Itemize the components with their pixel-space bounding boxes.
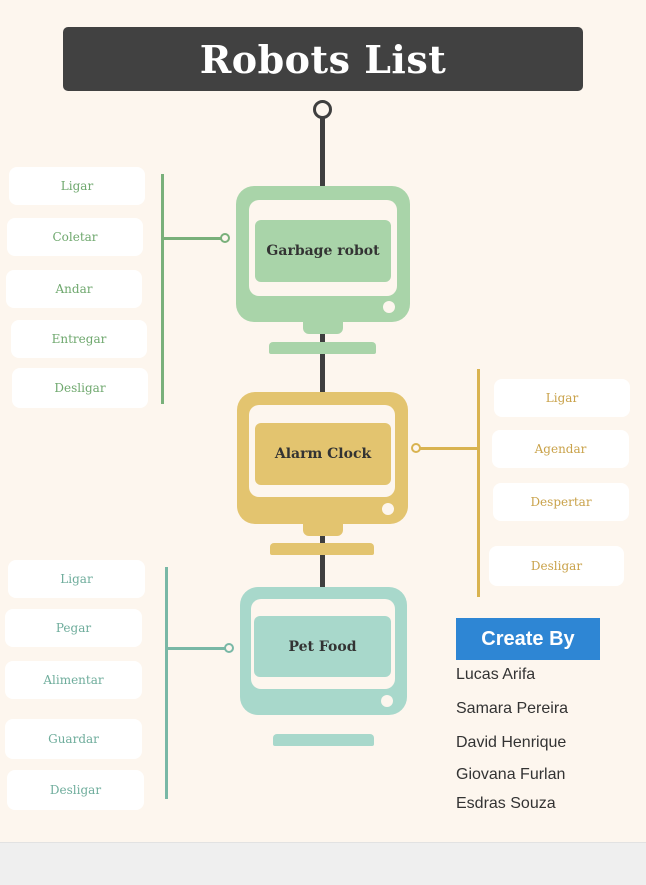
- credit-name: Lucas Arifa: [456, 666, 536, 683]
- pet-action-guardar[interactable]: Guardar: [5, 719, 142, 759]
- pet-connector: [168, 647, 226, 650]
- pet-power-dot: [381, 695, 393, 707]
- alarm-neck: [303, 523, 343, 536]
- alarm-label-box: Alarm Clock: [255, 423, 391, 485]
- title-bar: Robots List: [63, 27, 583, 91]
- alarm-power-dot: [382, 503, 394, 515]
- pet-action-alimentar[interactable]: Alimentar: [5, 661, 142, 699]
- credit-name: David Henrique: [456, 734, 567, 751]
- alarm-connector: [419, 447, 477, 450]
- alarm-action-agendar[interactable]: Agendar: [492, 430, 629, 468]
- garbage-action-entregar[interactable]: Entregar: [11, 320, 147, 358]
- pet-connector-node: [224, 643, 234, 653]
- garbage-connector-node: [220, 233, 230, 243]
- garbage-power-dot: [383, 301, 395, 313]
- garbage-action-andar[interactable]: Andar: [6, 270, 142, 308]
- robot-name: Pet Food: [288, 638, 357, 655]
- garbage-connector: [164, 237, 222, 240]
- alarm-bracket: [477, 369, 480, 597]
- diagram-canvas: Robots List Garbage robot Ligar Coletar …: [0, 0, 646, 842]
- pet-action-ligar[interactable]: Ligar: [8, 560, 145, 598]
- alarm-base: [270, 543, 374, 555]
- credit-name: Giovana Furlan: [456, 766, 566, 783]
- pet-action-desligar[interactable]: Desligar: [7, 770, 144, 810]
- footer-strip: [0, 842, 646, 885]
- pet-base: [273, 734, 374, 746]
- garbage-bracket: [161, 174, 164, 404]
- credits-heading: Create By: [456, 618, 600, 660]
- robot-name: Garbage robot: [266, 243, 380, 259]
- pet-label-box: Pet Food: [254, 616, 391, 677]
- garbage-neck: [303, 321, 343, 334]
- alarm-action-despertar[interactable]: Despertar: [493, 483, 629, 521]
- credit-name: Esdras Souza: [456, 795, 556, 812]
- credit-name: Samara Pereira: [456, 700, 569, 717]
- garbage-base: [269, 342, 376, 354]
- alarm-action-desligar[interactable]: Desligar: [489, 546, 624, 586]
- pet-action-pegar[interactable]: Pegar: [5, 609, 142, 647]
- garbage-action-coletar[interactable]: Coletar: [7, 218, 143, 256]
- garbage-label-box: Garbage robot: [255, 220, 391, 282]
- page-title: Robots List: [199, 36, 447, 82]
- pet-bracket: [165, 567, 168, 799]
- robot-name: Alarm Clock: [274, 446, 372, 462]
- timeline-start-ring: [313, 100, 332, 119]
- alarm-action-ligar[interactable]: Ligar: [494, 379, 630, 417]
- alarm-connector-node: [411, 443, 421, 453]
- garbage-action-ligar[interactable]: Ligar: [9, 167, 145, 205]
- timeline-spine: [320, 118, 325, 618]
- garbage-action-desligar[interactable]: Desligar: [12, 368, 148, 408]
